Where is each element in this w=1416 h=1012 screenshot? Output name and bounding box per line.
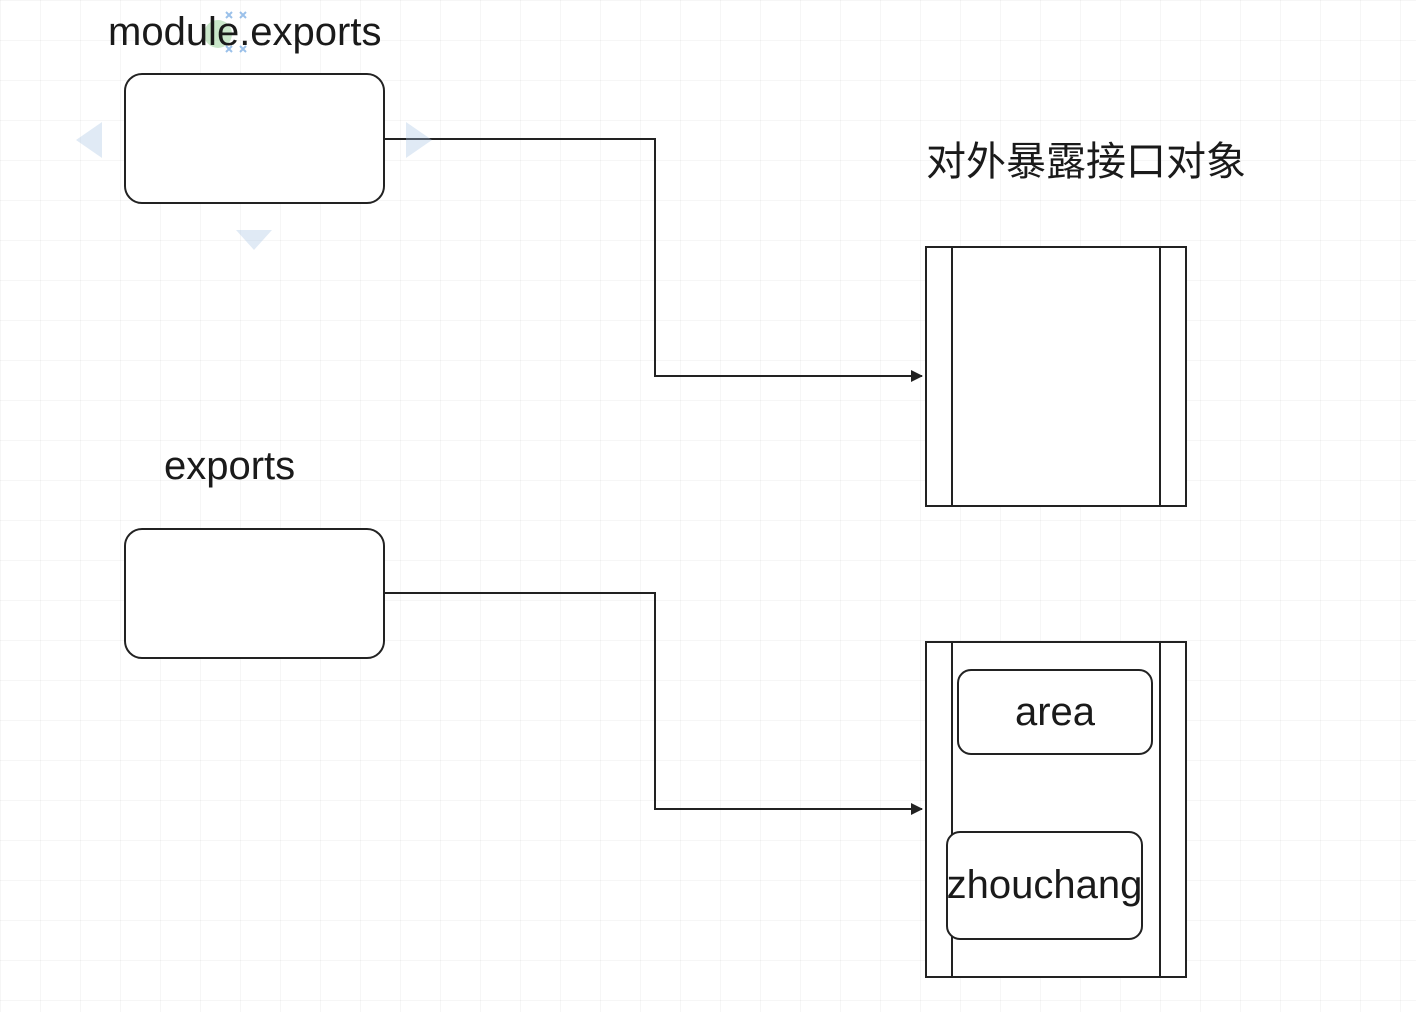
module-exports-label: module.exports xyxy=(108,10,382,54)
zhouchang-item-label: zhouchang xyxy=(946,863,1143,907)
zhouchang-item[interactable]: zhouchang xyxy=(946,831,1143,940)
connector-exports[interactable] xyxy=(384,592,923,815)
process-bar-right xyxy=(1159,248,1161,505)
exports-label: exports xyxy=(164,444,296,488)
area-item-label: area xyxy=(1014,689,1096,734)
process-bar-right xyxy=(1159,643,1161,976)
connector-module-exports[interactable] xyxy=(384,138,923,382)
exports-box[interactable] xyxy=(124,528,385,659)
move-handle-icon[interactable] xyxy=(196,8,260,56)
module-exports-box[interactable] xyxy=(124,73,385,204)
selection-arrow-left-icon[interactable] xyxy=(74,120,104,160)
exposed-object-label: 对外暴露接口对象 xyxy=(926,139,1246,185)
process-bar-left xyxy=(951,248,953,505)
exposed-object-top[interactable] xyxy=(925,246,1187,507)
selection-arrow-down-icon[interactable] xyxy=(234,228,274,252)
area-item[interactable]: area xyxy=(957,669,1153,755)
selection-arrow-right-icon[interactable] xyxy=(404,120,434,160)
process-bar-left xyxy=(951,643,953,976)
